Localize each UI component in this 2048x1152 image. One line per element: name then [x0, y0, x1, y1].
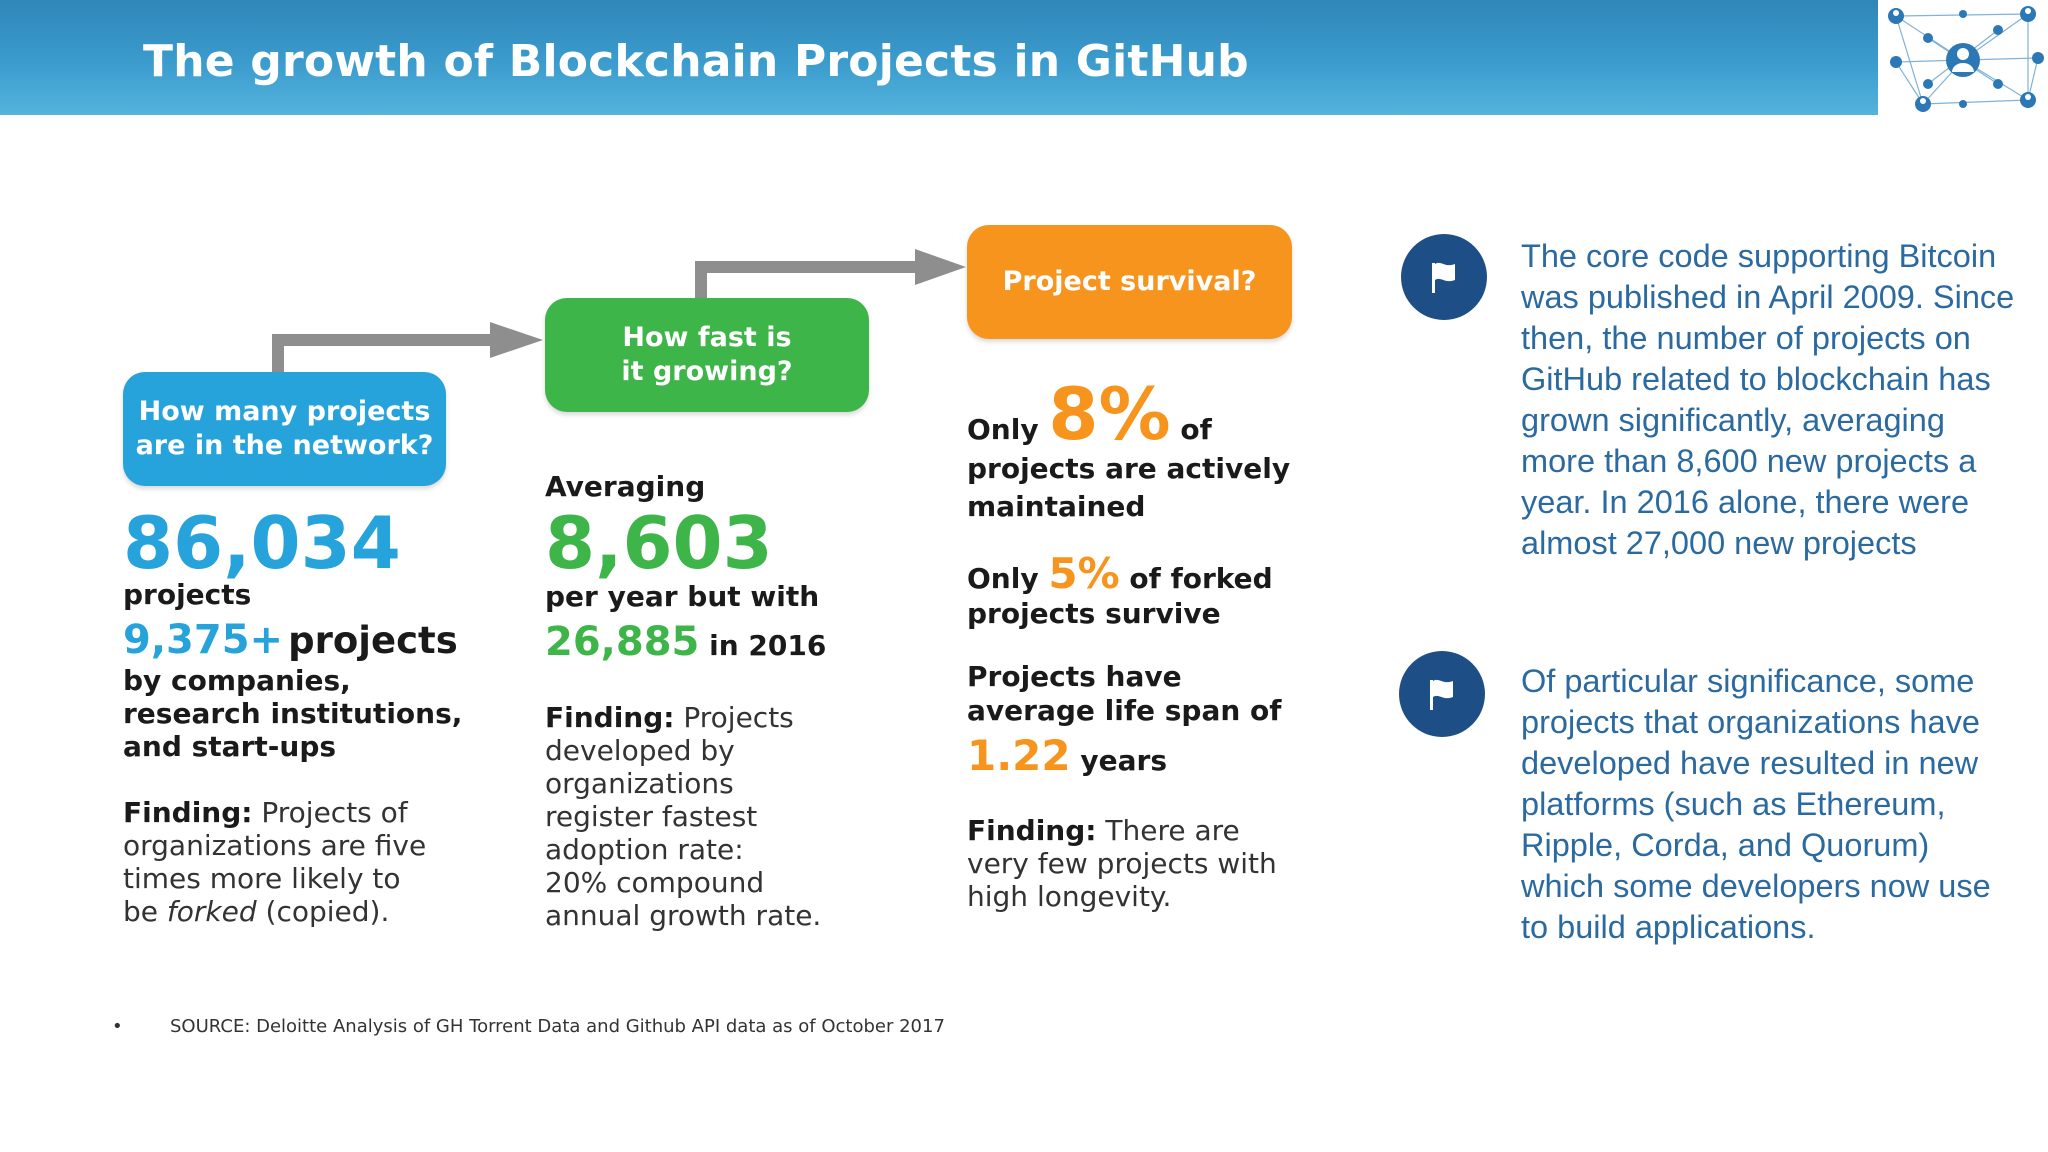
- network-people-icon: [1878, 0, 2048, 118]
- forked-percent-value: 5%: [1048, 549, 1120, 598]
- source-note: • SOURCE: Deloitte Analysis of GH Torrent…: [112, 1016, 945, 1037]
- connector-arrows: [272, 249, 966, 372]
- finding-line: adoption rate:: [545, 833, 744, 866]
- finding-line: Finding: Projects of: [123, 796, 408, 829]
- flag-icon: [1399, 651, 1485, 737]
- forked-label-line: projects survive: [967, 597, 1221, 630]
- bullet-paragraph: Of particular significance, some project…: [1521, 663, 1991, 945]
- lifespan-line: 1.22 years: [967, 735, 1167, 778]
- header-bar: The growth of Blockchain Projects in Git…: [0, 0, 1878, 115]
- finding-line: be forked (copied).: [123, 895, 389, 928]
- active-label-line: maintained: [967, 490, 1146, 523]
- finding-line: organizations are five: [123, 829, 427, 862]
- year-2016-label: in 2016: [699, 629, 827, 662]
- company-projects-value: 9,375+: [123, 617, 284, 663]
- infographic: How many projects are in the network? 86…: [123, 225, 1292, 932]
- finding-text: (copied).: [256, 895, 390, 928]
- finding-line: organizations: [545, 767, 734, 800]
- finding-text: Projects: [674, 701, 794, 734]
- company-desc-line: by companies,: [123, 664, 351, 697]
- question-box-growth: How fast is it growing?: [545, 298, 869, 412]
- active-projects-line: Only 8% of: [967, 378, 1212, 450]
- finding-text: Projects of: [252, 796, 408, 829]
- finding-line: high longevity.: [967, 880, 1172, 913]
- averaging-label: Averaging: [545, 470, 706, 503]
- flag-icon: [1401, 234, 1487, 320]
- finding-text: be: [123, 895, 167, 928]
- question-label: How many projects are in the network?: [135, 396, 434, 461]
- page-title: The growth of Blockchain Projects in Git…: [143, 36, 1249, 87]
- company-desc-line: research institutions,: [123, 697, 463, 730]
- forked-projects-line: Only 5% of forked: [967, 553, 1273, 596]
- question-box-survival: Project survival?: [967, 225, 1292, 339]
- of-label: of: [1170, 413, 1212, 446]
- company-projects-line: 9,375+ projects: [123, 618, 458, 662]
- bullet-paragraph: The core code supporting Bitcoin was pub…: [1521, 238, 2015, 561]
- finding-line: Finding: Projects: [545, 701, 794, 734]
- question-label: How fast is it growing?: [621, 322, 793, 387]
- finding-line: developed by: [545, 734, 735, 767]
- finding-line: 20% compound: [545, 866, 765, 899]
- lifespan-unit: years: [1070, 744, 1167, 777]
- finding-text: There are: [1096, 814, 1240, 847]
- company-projects-label: projects: [288, 619, 458, 662]
- active-label-line: projects are actively: [967, 452, 1291, 485]
- year-2016-value: 26,885: [545, 619, 700, 665]
- finding-label: Finding:: [123, 796, 253, 829]
- per-year-value: 8,603: [545, 501, 773, 585]
- finding-line: register fastest: [545, 800, 758, 833]
- per-year-label: per year but with: [545, 580, 820, 613]
- year-2016-line: 26,885 in 2016: [545, 620, 826, 664]
- source-bullet: •: [112, 1016, 123, 1037]
- forked-label: of forked: [1119, 562, 1273, 595]
- company-desc-line: and start-ups: [123, 730, 337, 763]
- active-percent-value: 8%: [1048, 372, 1171, 456]
- finding-line: times more likely to: [123, 862, 401, 895]
- finding-line: Finding: There are: [967, 814, 1240, 847]
- finding-label: Finding:: [967, 814, 1097, 847]
- total-projects-value: 86,034: [123, 501, 401, 585]
- only-label: Only: [967, 562, 1049, 595]
- total-projects-label: projects: [123, 578, 252, 611]
- finding-line: very few projects with: [967, 847, 1277, 880]
- only-label: Only: [967, 413, 1049, 446]
- arrow-head-2: [915, 249, 966, 285]
- question-box-network-size: How many projects are in the network?: [123, 372, 446, 486]
- lifespan-label-line: Projects have: [967, 660, 1182, 693]
- finding-emphasis: forked: [166, 895, 257, 928]
- lifespan-value: 1.22: [967, 731, 1071, 780]
- lifespan-label-line: average life span of: [967, 694, 1282, 727]
- finding-label: Finding:: [545, 701, 675, 734]
- question-label: Project survival?: [1002, 266, 1257, 297]
- arrow-head-1: [490, 322, 543, 358]
- source-text: SOURCE: Deloitte Analysis of GH Torrent …: [170, 1016, 945, 1037]
- finding-line: annual growth rate.: [545, 899, 822, 932]
